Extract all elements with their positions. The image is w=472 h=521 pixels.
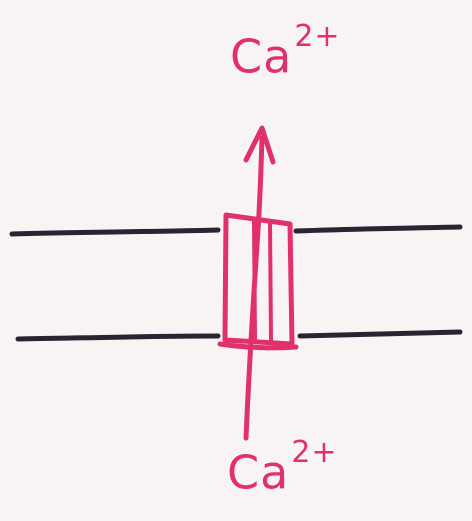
channel-outline bbox=[222, 212, 295, 347]
ion-flow-arrow-shaft bbox=[243, 135, 265, 441]
membrane-upper-right bbox=[293, 224, 463, 234]
membrane-lower-left bbox=[15, 333, 221, 342]
channel-wall-right bbox=[268, 221, 273, 342]
bottom-ion-base: Ca bbox=[227, 445, 290, 500]
ion-flow-arrowhead bbox=[243, 125, 276, 165]
top-ion-base: Ca bbox=[230, 29, 293, 84]
membrane-upper-left bbox=[9, 227, 221, 237]
bottom-ion-label: Ca2+ bbox=[227, 438, 338, 496]
top-ion-charge: 2+ bbox=[294, 19, 341, 54]
channel-bottom-cap bbox=[217, 341, 299, 351]
membrane-lower-right bbox=[297, 329, 463, 339]
top-ion-label: Ca2+ bbox=[230, 22, 341, 80]
bottom-ion-charge: 2+ bbox=[291, 435, 338, 470]
